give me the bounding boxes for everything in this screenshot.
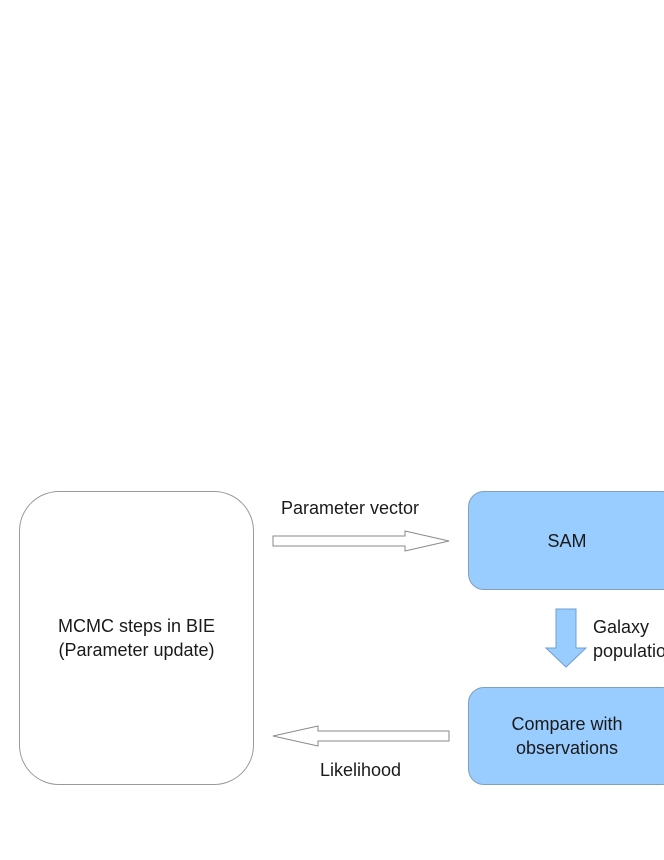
likelihood-label: Likelihood xyxy=(320,760,402,780)
mcmc-node-label: MCMC steps in BIE (Parameter update) xyxy=(57,616,216,660)
sam-node-label: SAM xyxy=(547,530,587,551)
compare-node: Compare with observations xyxy=(468,687,664,785)
sam-node: SAM xyxy=(468,491,664,590)
galaxy-population-arrow xyxy=(544,608,588,668)
likelihood-arrow xyxy=(272,725,450,747)
compare-node-label: Compare with observations xyxy=(511,714,623,758)
galaxy-population-label: Galaxy population xyxy=(593,617,664,661)
mcmc-node: MCMC steps in BIE (Parameter update) xyxy=(19,491,254,785)
parameter-vector-arrow xyxy=(272,530,450,552)
parameter-vector-label: Parameter vector xyxy=(281,498,420,518)
